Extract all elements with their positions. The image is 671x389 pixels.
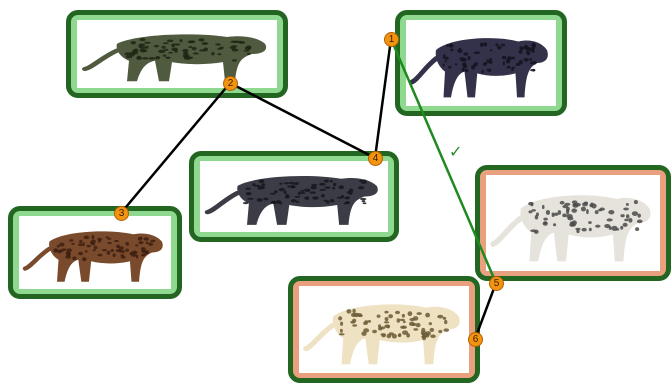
node-marker-3[interactable]: 3 [114, 206, 129, 221]
node-marker-4[interactable]: 4 [368, 151, 383, 166]
edge-1-5 [391, 39, 496, 283]
node-marker-2[interactable]: 2 [223, 76, 238, 91]
edge-5-6 [475, 283, 496, 339]
checkmark-icon: ✓ [449, 142, 462, 161]
edge-2-4 [230, 83, 375, 158]
node-marker-5[interactable]: 5 [489, 276, 504, 291]
node-marker-6[interactable]: 6 [468, 332, 483, 347]
edge-1-4 [375, 39, 391, 158]
edge-2-3 [121, 83, 230, 213]
node-marker-1[interactable]: 1 [384, 32, 399, 47]
